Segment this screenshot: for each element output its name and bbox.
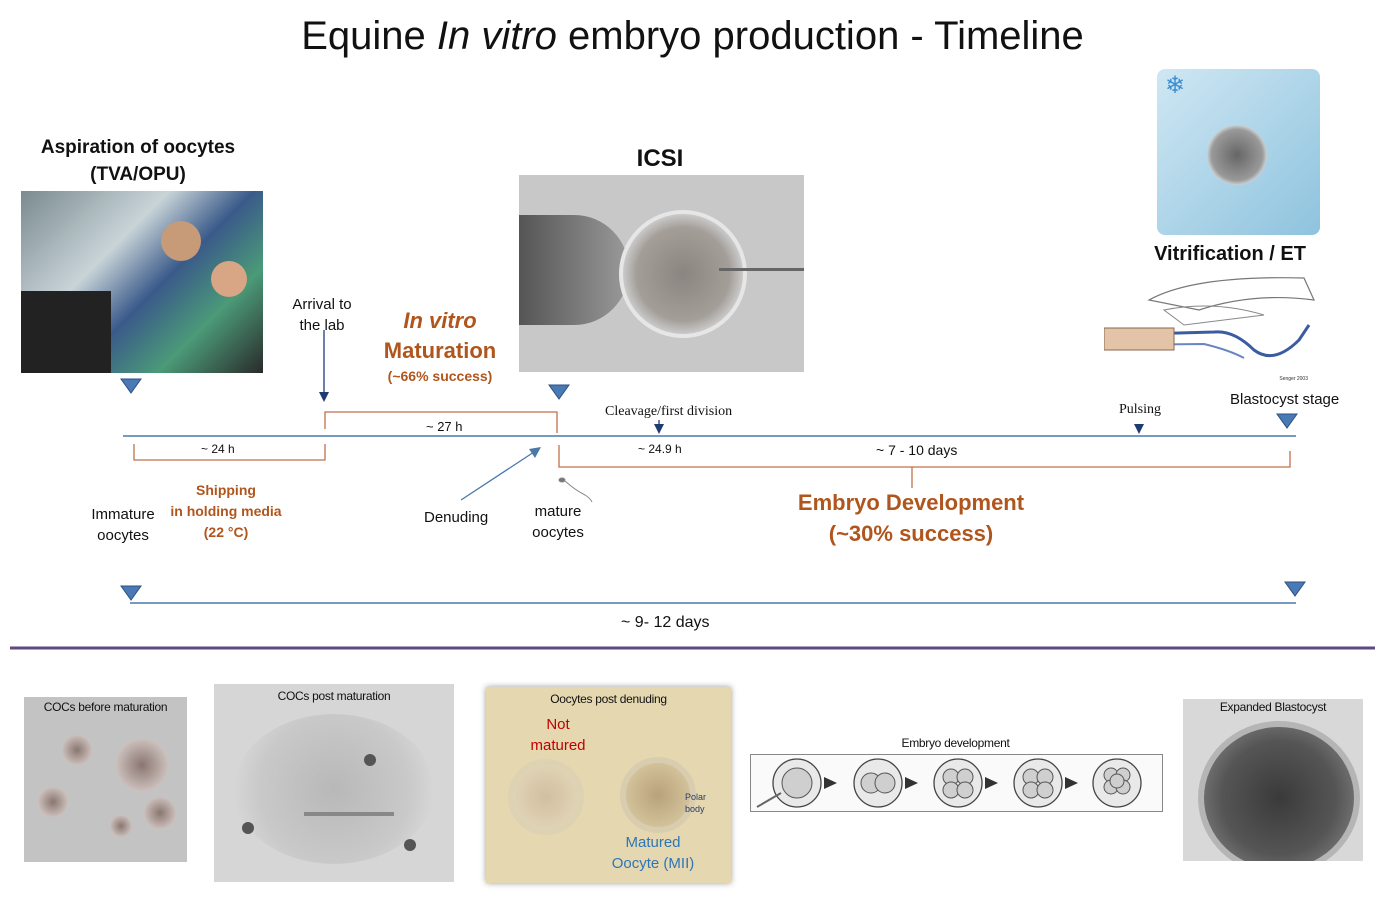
icsi-heading: ICSI [636, 145, 684, 172]
embryo-development-panel [750, 754, 1163, 812]
sperm-icon [558, 477, 593, 503]
vitrification-heading: Vitrification / ET [1154, 243, 1306, 265]
triangle-marker-icon [1284, 581, 1306, 597]
bracket-27h [324, 411, 558, 433]
aspiration-photo [21, 191, 263, 373]
maturation-label: In vitro Maturation (~66% success) [383, 308, 497, 384]
ice-cube-image: ❄ [1157, 69, 1320, 235]
page-title: Equine In vitro embryo production - Time… [301, 14, 1084, 58]
triangle-marker-icon [548, 384, 570, 400]
bracket-days [558, 445, 1291, 468]
cleavage-label: Cleavage/first division [605, 404, 733, 419]
triangle-marker-icon [120, 378, 142, 394]
icsi-photo [519, 175, 804, 372]
cleavage-arrow [654, 424, 664, 434]
duration-days: ~ 7 - 10 days [876, 442, 958, 458]
denuding-label: Denuding [424, 509, 489, 526]
blastocyst-stage-label: Blastocyst stage [1230, 391, 1340, 408]
pulsing-label: Pulsing [1119, 402, 1162, 417]
denuding-arrow [529, 447, 541, 458]
embryo-development-label: Embryo Development(~30% success) [797, 490, 1025, 546]
triangle-marker-icon [1276, 413, 1298, 429]
triangle-marker-icon [120, 585, 142, 601]
total-duration: ~ 9- 12 days [621, 614, 710, 631]
duration-24-9h: ~ 24.9 h [638, 442, 682, 456]
pulsing-arrow [1134, 424, 1144, 434]
duration-27h: ~ 27 h [426, 419, 463, 434]
expanded-blastocyst-panel: Expanded Blastocyst [1183, 699, 1363, 861]
transfer-diagram: Senger 2003 [1104, 270, 1320, 382]
cocs-post-panel: COCs post maturation [214, 684, 454, 882]
aspiration-heading: Aspiration of oocytes (TVA/OPU) [40, 137, 236, 185]
bracket-24h [133, 444, 326, 461]
snowflake-icon: ❄ [1165, 72, 1186, 99]
cocs-before-panel: COCs before maturation [24, 697, 187, 862]
duration-24h: ~ 24 h [201, 442, 235, 456]
embryo-development-caption: Embryo development [901, 736, 1010, 750]
arrival-arrow [319, 392, 329, 402]
